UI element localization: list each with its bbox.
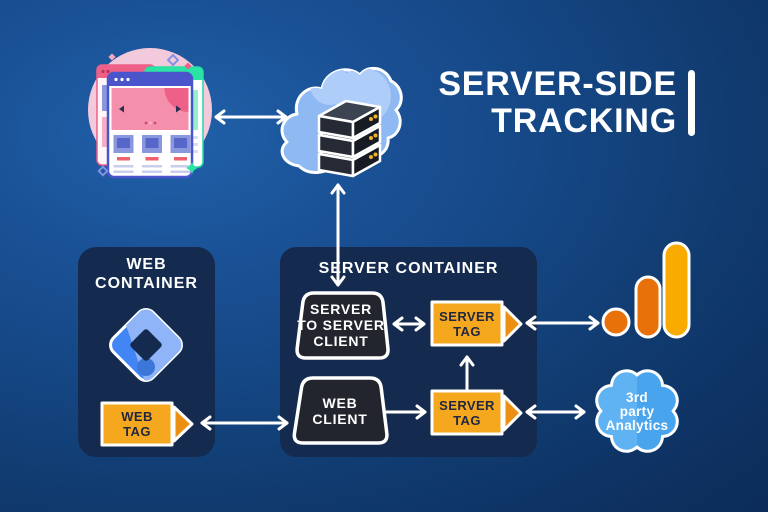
thumbnail-cards xyxy=(113,135,191,173)
google-analytics-icon xyxy=(601,241,691,339)
web-client-shape xyxy=(292,376,389,445)
arrow-cloud-server-container xyxy=(330,183,346,287)
website-illustration xyxy=(88,48,212,179)
third-party-analytics-blob xyxy=(595,369,679,453)
google-tag-manager-icon xyxy=(109,305,186,385)
web-tag-label: WEB TAG xyxy=(121,409,153,439)
server-status-lights xyxy=(369,114,378,159)
arrow-webclient-servertag xyxy=(383,404,427,420)
arrow-servertag-analytics xyxy=(525,315,600,331)
arrow-servertag-up xyxy=(459,355,475,391)
server-tag-top-shape xyxy=(430,300,523,347)
server-rack-stack xyxy=(317,99,382,178)
arrow-website-cloud xyxy=(214,109,288,125)
web-tag-shape xyxy=(100,401,194,447)
main-title: SERVER-SIDE TRACKING xyxy=(390,66,695,140)
web-container-title: WEB CONTAINER xyxy=(95,256,198,292)
web-client-label: WEB CLIENT xyxy=(312,395,368,427)
carousel-left-arrow-icon xyxy=(119,105,124,113)
arrow-servertag-thirdparty xyxy=(525,404,586,420)
title-line-1: SERVER-SIDE xyxy=(438,65,677,103)
server-slab-top xyxy=(317,99,382,140)
server-container-title: SERVER CONTAINER xyxy=(318,260,499,277)
arrow-s2sclient-servertag xyxy=(392,316,426,332)
server-tag-bottom-label: SERVER TAG xyxy=(439,398,495,428)
server-to-server-client-shape xyxy=(295,291,390,360)
server-to-server-client-label: SERVER TO SERVER CLIENT xyxy=(297,301,385,349)
carousel-right-arrow-icon xyxy=(176,105,181,113)
sparkle-star-icon xyxy=(186,162,198,174)
title-line-2: TRACKING xyxy=(491,102,677,140)
server-tag-top-label: SERVER TAG xyxy=(439,309,495,339)
cloud-server-stack-icon xyxy=(280,66,403,178)
server-tag-bottom-shape xyxy=(430,389,523,436)
title-accent-bar xyxy=(688,70,695,136)
browser-window-front xyxy=(106,71,194,179)
arrow-webtag-webclient xyxy=(200,415,289,431)
third-party-analytics-label: 3rd party Analytics xyxy=(605,390,669,433)
